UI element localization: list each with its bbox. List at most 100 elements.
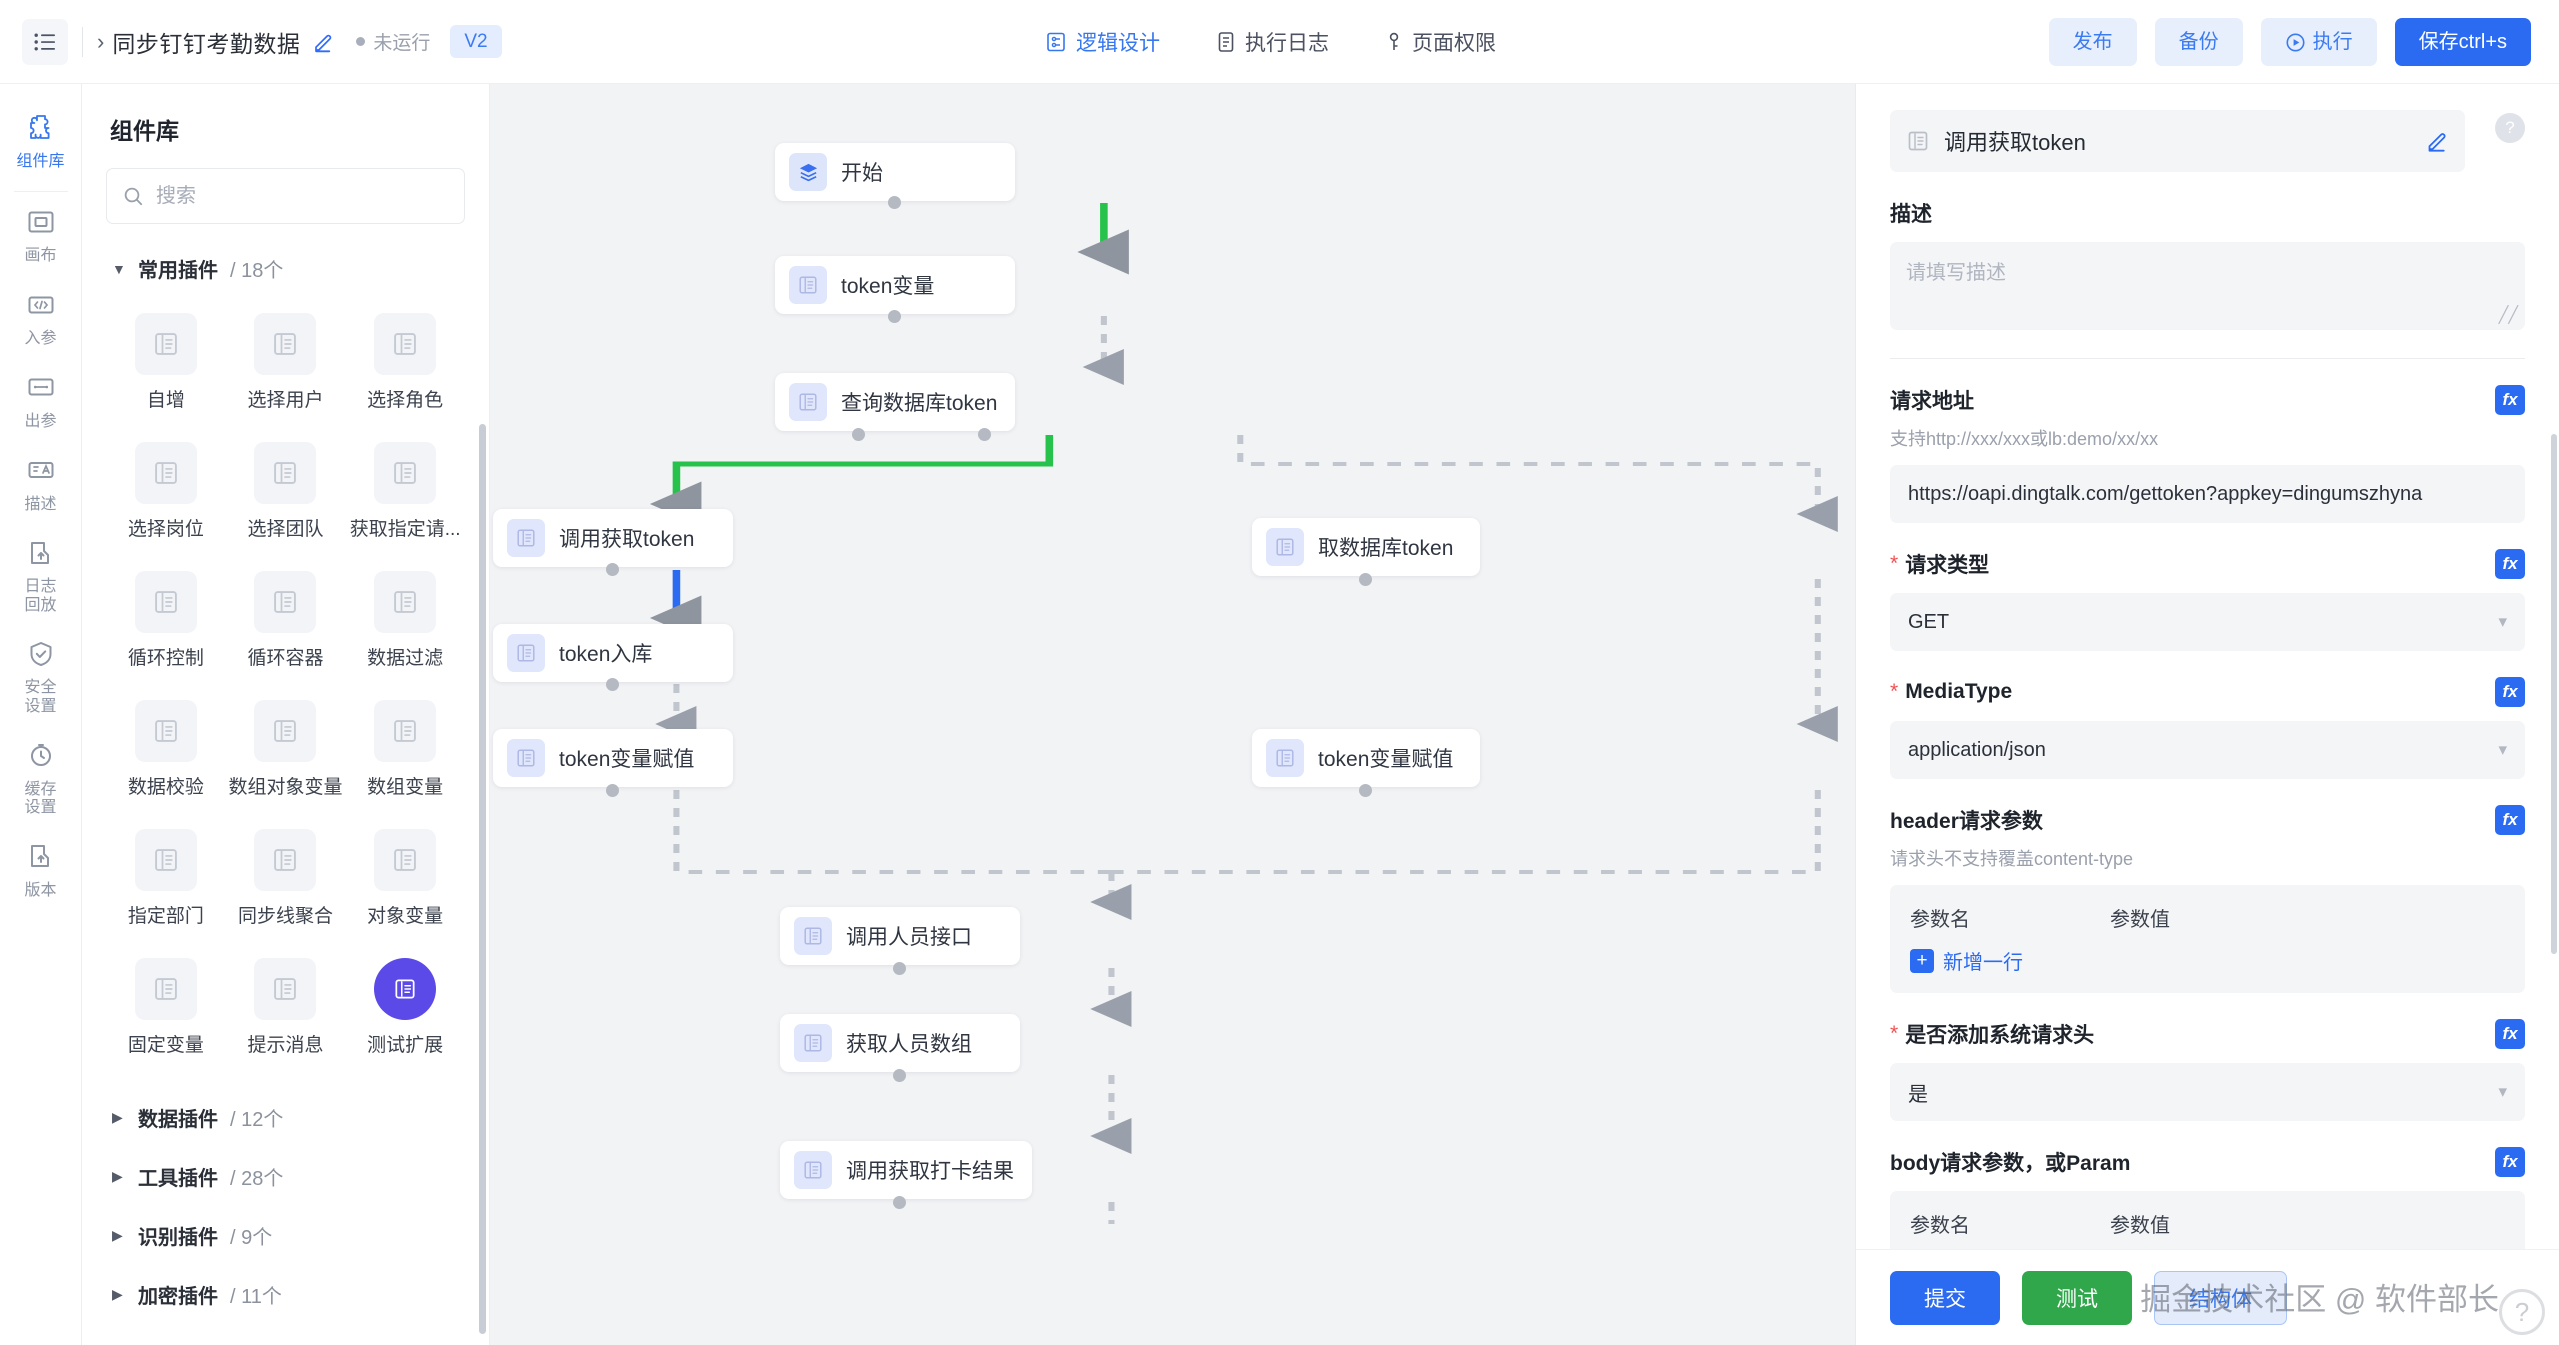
node-port[interactable] [1359,784,1372,797]
fx-button[interactable]: fx [2495,1019,2525,1049]
component-item[interactable]: 数组变量 [345,686,465,815]
component-item[interactable]: 固定变量 [106,944,226,1073]
search-box[interactable] [106,168,465,224]
fx-button[interactable]: fx [2495,385,2525,415]
plugin-icon [1266,739,1304,777]
rail-item-version[interactable]: 版本 [0,830,82,913]
submit-button[interactable]: 提交 [1890,1270,2000,1325]
rail-item-input-params[interactable]: 入参 [0,279,82,362]
url-input[interactable]: https://oapi.dingtalk.com/gettoken?appke… [1890,465,2525,523]
node-port[interactable] [606,784,619,797]
component-item[interactable]: 选择岗位 [106,428,226,557]
group-count: / 12个 [230,1109,284,1131]
component-item[interactable]: 自增 [106,299,226,428]
system-header-select[interactable]: 是 ▾ [1890,1063,2525,1121]
group-header-识别插件[interactable]: ▶识别插件/ 9个 [112,1191,489,1250]
pencil-edit-icon[interactable] [312,31,334,53]
flow-node-calltoken[interactable]: 调用获取token [493,509,733,567]
flow-node-callcard[interactable]: 调用获取打卡结果 [780,1141,1032,1199]
flow-node-querydb[interactable]: 查询数据库token [775,373,1016,431]
rail-item-output-params[interactable]: 出参 [0,361,82,444]
plugin-icon [254,313,317,375]
component-item[interactable]: 数据过滤 [345,557,465,686]
struct-button[interactable]: 结构体 [2154,1270,2287,1325]
test-button[interactable]: 测试 [2022,1270,2132,1325]
flow-node-start[interactable]: 开始 [775,143,1015,201]
chevron-right-icon[interactable]: › [97,28,105,54]
properties-scroll-area[interactable]: 调用获取token ? 描述 请填写描述 ╱╱ 请求地址 [1856,84,2559,1267]
node-port[interactable] [606,678,619,691]
pencil-edit-icon[interactable] [2425,129,2449,153]
fx-button[interactable]: fx [2495,1147,2525,1177]
publish-button[interactable]: 发布 [2048,18,2137,66]
group-header-服务插件[interactable]: ▶服务插件/ 1个 [112,1309,489,1344]
node-port[interactable] [1359,573,1372,586]
node-port[interactable] [893,1069,906,1082]
component-item[interactable]: 同步线聚合 [226,815,346,944]
component-item[interactable]: 选择用户 [226,299,346,428]
component-item[interactable]: 提示消息 [226,944,346,1073]
execute-button[interactable]: 执行 [2260,18,2377,66]
component-item[interactable]: 循环容器 [226,557,346,686]
rail-item-label: 描述 [24,495,57,513]
component-item[interactable]: 循环控制 [106,557,226,686]
rail-item-security-settings[interactable]: 安全 设置 [0,628,82,729]
node-name-row[interactable]: 调用获取token [1890,110,2465,172]
group-header-工具插件[interactable]: ▶工具插件/ 28个 [112,1132,489,1191]
code-input-icon [26,290,56,325]
component-item[interactable]: 数组对象变量 [226,686,346,815]
rail-item-component-library[interactable]: 组件库 [0,100,82,185]
component-item[interactable]: 测试扩展 [345,944,465,1073]
flow-node-assign2[interactable]: token变量赋值 [1252,729,1480,787]
library-scrollbar[interactable] [479,424,486,1334]
backup-button[interactable]: 备份 [2154,18,2243,66]
rail-item-cache-settings[interactable]: 缓存 设置 [0,729,82,830]
node-port[interactable] [893,962,906,975]
library-scroll-area[interactable]: ▼ 常用插件 / 18个 自增选择用户选择角色选择岗位选择团队获取指定请...循… [82,224,489,1344]
description-textarea[interactable]: 请填写描述 ╱╱ [1890,242,2525,330]
component-item[interactable]: 对象变量 [345,815,465,944]
plugin-icon [134,829,197,891]
node-port[interactable] [893,1196,906,1209]
param-name-column: 参数名 [1910,1215,1970,1237]
mediatype-select[interactable]: application/json ▾ [1890,721,2525,779]
group-header-数据插件[interactable]: ▶数据插件/ 12个 [112,1073,489,1132]
flow-node-callstaff[interactable]: 调用人员接口 [780,907,1020,965]
node-port[interactable] [606,563,619,576]
properties-scrollbar[interactable] [2551,434,2557,954]
method-select[interactable]: GET ▾ [1890,593,2525,651]
tab-logic-design[interactable]: 逻辑设计 [1045,27,1160,57]
search-input[interactable] [156,184,448,208]
component-item[interactable]: 选择团队 [226,428,346,557]
flow-node-assign1[interactable]: token变量赋值 [493,729,733,787]
node-port[interactable] [852,428,865,441]
tab-execution-log[interactable]: 执行日志 [1216,27,1329,57]
question-mark-icon[interactable]: ? [2495,113,2525,143]
flow-node-getdb[interactable]: 取数据库token [1252,518,1480,576]
node-port[interactable] [978,428,991,441]
component-item[interactable]: 选择角色 [345,299,465,428]
save-button[interactable]: 保存ctrl+s [2394,18,2531,66]
node-port[interactable] [888,196,901,209]
component-item[interactable]: 获取指定请... [345,428,465,557]
component-item[interactable]: 指定部门 [106,815,226,944]
fx-button[interactable]: fx [2495,677,2525,707]
flow-node-tokenin[interactable]: token入库 [493,624,733,682]
rail-item-canvas[interactable]: 画布 [0,196,82,279]
fx-button[interactable]: fx [2495,549,2525,579]
group-header-加密插件[interactable]: ▶加密插件/ 11个 [112,1250,489,1309]
version-badge[interactable]: V2 [450,25,502,58]
flow-node-tokenvar[interactable]: token变量 [775,256,1015,314]
add-header-row-button[interactable]: + 新增一行 [1910,946,2505,975]
component-item[interactable]: 数据校验 [106,686,226,815]
hamburger-menu-icon[interactable] [22,18,68,65]
node-port[interactable] [888,310,901,323]
tab-page-permission[interactable]: 页面权限 [1385,27,1496,57]
resize-grip-icon[interactable]: ╱╱ [2498,307,2518,324]
rail-item-description[interactable]: 描述 [0,444,82,527]
question-mark-icon[interactable]: ? [2499,1289,2545,1335]
flow-node-getarray[interactable]: 获取人员数组 [780,1014,1020,1072]
fx-button[interactable]: fx [2495,805,2525,835]
rail-item-log-replay[interactable]: 日志 回放 [0,527,82,628]
group-header-common-plugins[interactable]: ▼ 常用插件 / 18个 [82,224,489,283]
